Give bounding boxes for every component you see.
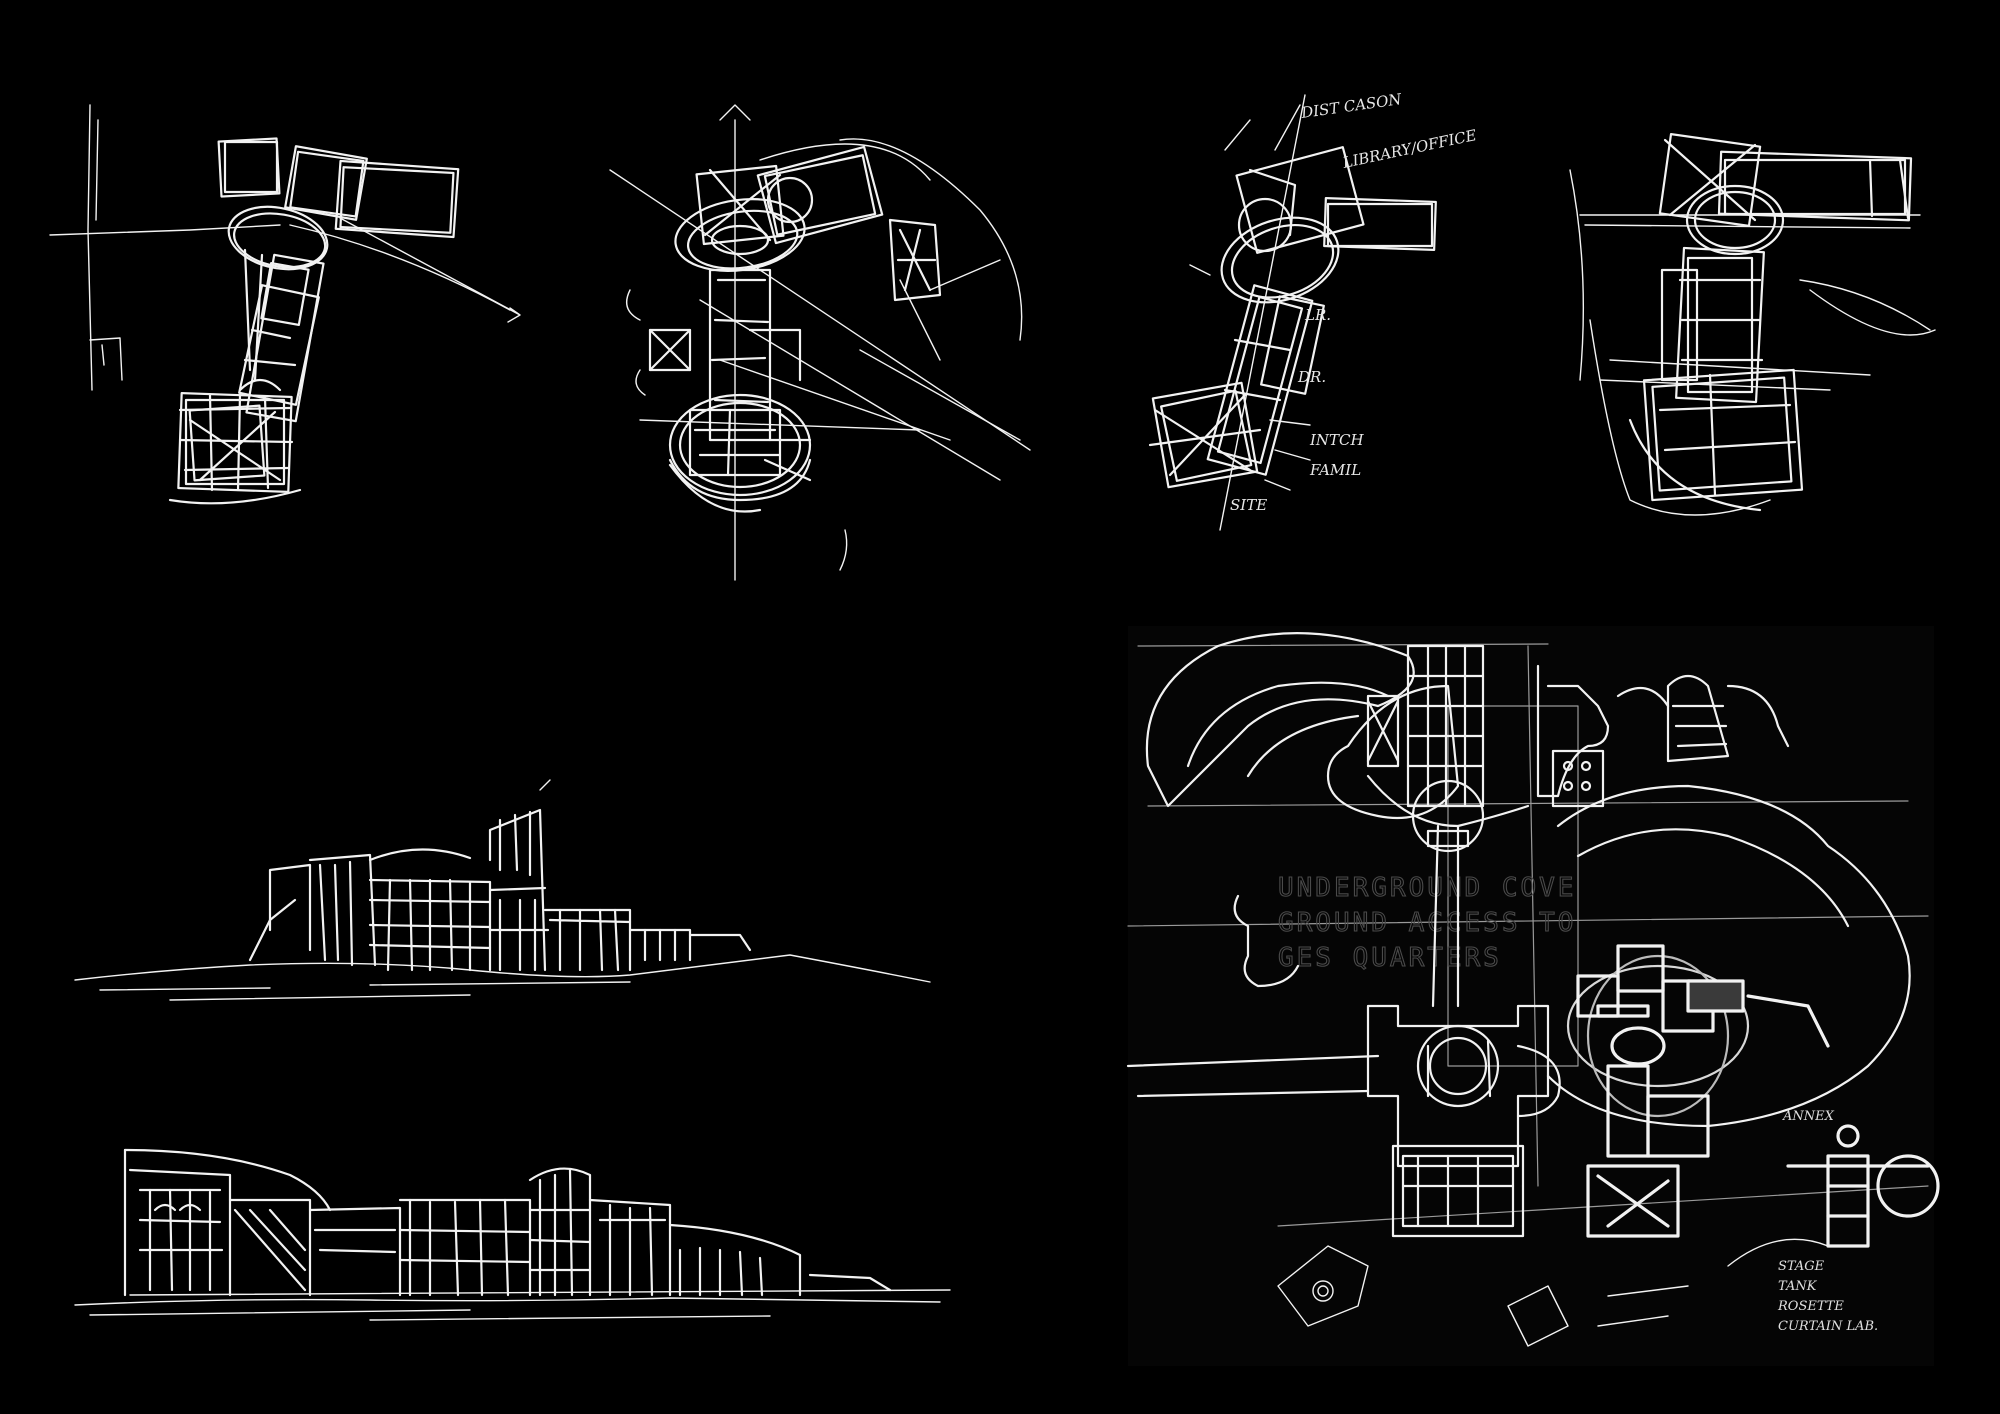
legend-item-tank: TANK: [1778, 1279, 1818, 1294]
plan-legend: STAGE TANK ROSETTE CURTAIN LAB. ANNEX: [1777, 1109, 1878, 1334]
stencil-line-2: GROUND ACCESS TO: [1278, 908, 1576, 938]
note-famil: FAMIL: [1309, 461, 1361, 479]
note-intch: INTCH: [1309, 431, 1365, 449]
stencil-line-3: GES QUARTERS: [1278, 943, 1502, 973]
concept-sketch-4: [1569, 133, 1936, 516]
elevation-sketch-1: [74, 779, 931, 1001]
plan-note-annex: ANNEX: [1782, 1109, 1835, 1124]
elevation-sketch-2: [74, 1148, 951, 1321]
legend-item-curtain: CURTAIN LAB.: [1778, 1319, 1878, 1334]
legend-item-stage: STAGE: [1778, 1259, 1825, 1274]
note-site: SITE: [1230, 496, 1267, 514]
concept-sketch-3: DIST CASON LIBRARY/OFFICE LR. DR. INTCH …: [1148, 90, 1478, 531]
note-dist-cason: DIST CASON: [1299, 90, 1403, 122]
note-library-office: LIBRARY/OFFICE: [1340, 126, 1478, 172]
legend-item-rosette: ROSETTE: [1777, 1299, 1844, 1314]
stencil-line-1: UNDERGROUND COVE: [1278, 873, 1576, 903]
note-lr: LR.: [1304, 306, 1331, 324]
note-dr: DR.: [1297, 368, 1326, 386]
plan-overlay-sketch: UNDERGROUND COVE GROUND ACCESS TO GES QU…: [1126, 632, 1940, 1347]
concept-sketch-1: [49, 104, 521, 505]
concept-sketch-2: [609, 104, 1031, 581]
plan-stencil-text: UNDERGROUND COVE GROUND ACCESS TO GES QU…: [1277, 872, 1576, 973]
plan-overlay-panel: [1128, 626, 1934, 1366]
